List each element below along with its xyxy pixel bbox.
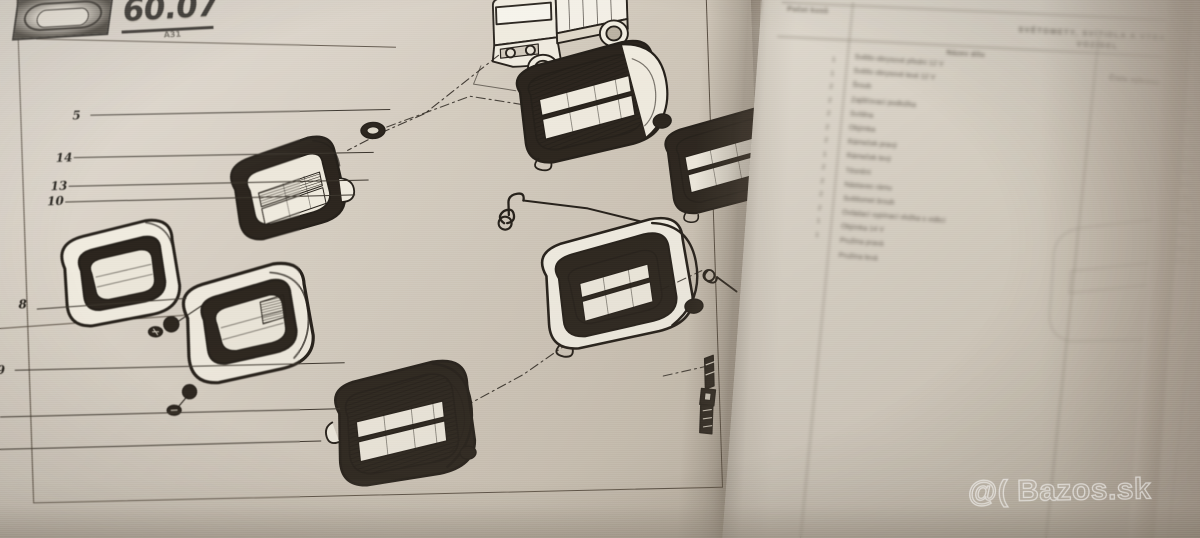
drawing-border-frame [15,0,724,504]
left-catalogue-page: 60.07 A31 [0,0,770,538]
background-right-shadow [1040,0,1200,538]
bazos-watermark: @( Bazos.sk [967,472,1152,509]
headlamp-thumbnail-icon [11,0,115,41]
section-subscript: A31 [163,29,182,40]
